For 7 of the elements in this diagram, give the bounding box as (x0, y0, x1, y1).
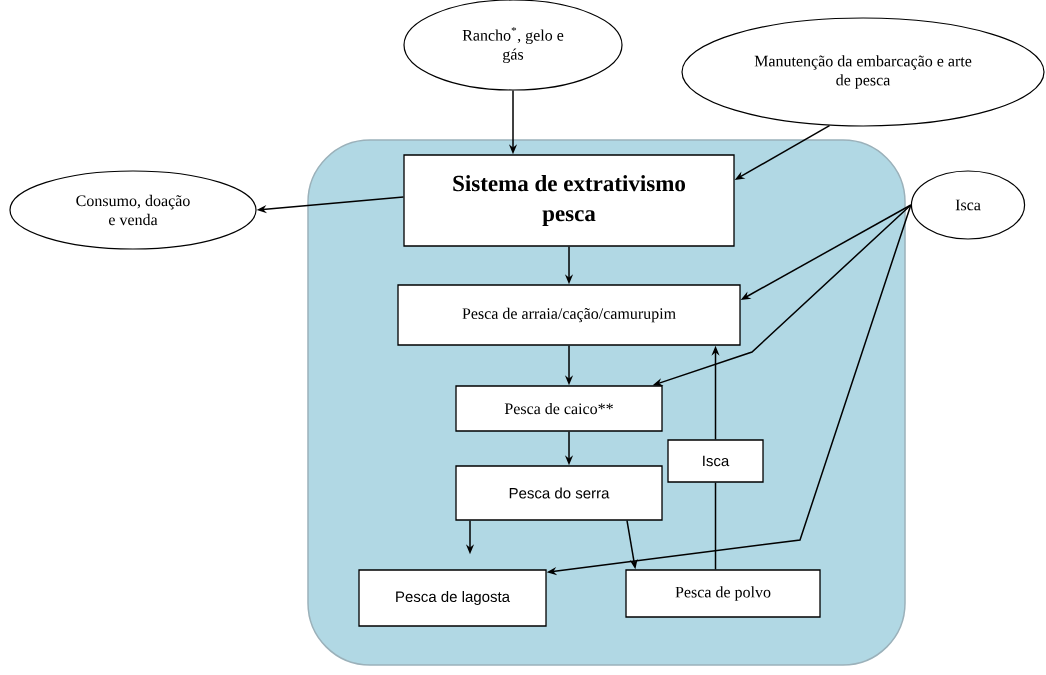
process-box: Pesca de lagosta (358, 569, 547, 627)
process-box: Pesca do serra (455, 465, 663, 521)
process-box: Sistema de extrativismo pesca (403, 154, 735, 247)
process-box: Pesca de caico** (455, 385, 663, 432)
process-box: Isca (667, 439, 764, 483)
process-box: Pesca de arraia/cação/camurupim (397, 284, 741, 346)
process-box: Pesca de polvo (625, 569, 821, 618)
